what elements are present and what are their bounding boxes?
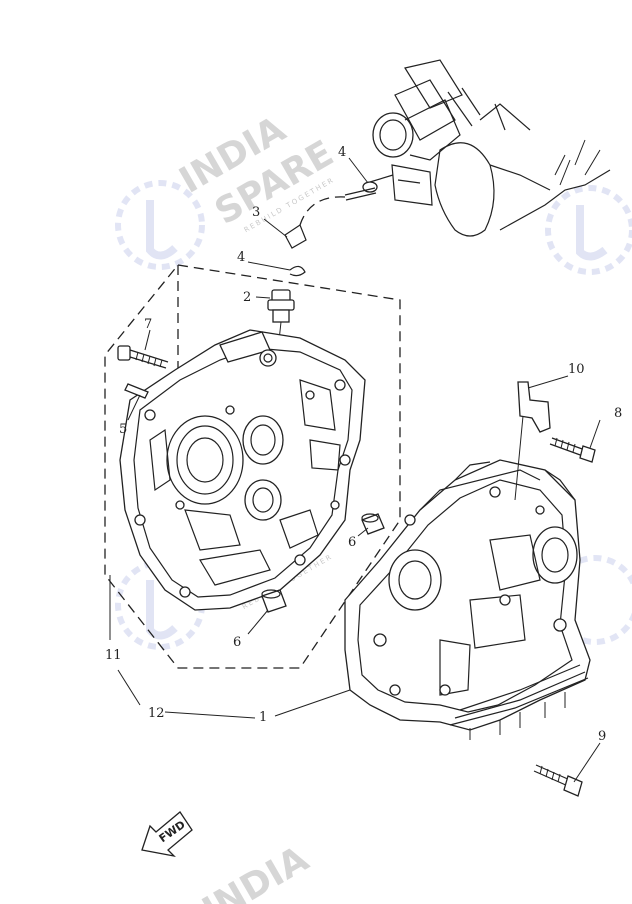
callout-5: 5 (119, 422, 127, 437)
watermark-logo-icon-right (545, 185, 632, 275)
dowel-pin-5 (124, 383, 149, 399)
breather-hose (284, 196, 346, 249)
callout-8: 8 (614, 406, 622, 421)
watermark-logo-icon (115, 180, 205, 270)
watermark-line1-bottom: INDIA (196, 839, 316, 904)
watermark-top: INDIA SPARE REBUILD TOGETHER (173, 109, 341, 235)
hose-clip-top (344, 181, 378, 201)
bolt-9 (533, 764, 583, 797)
bolt-8 (549, 437, 596, 463)
callout-7: 7 (144, 317, 152, 332)
callout-3: 3 (252, 205, 260, 220)
callout-6-lower: 6 (233, 635, 241, 650)
callout-11: 11 (105, 648, 122, 663)
right-crankcase-half (344, 459, 591, 740)
dowel-6-upper (361, 513, 385, 535)
hose-clip-lower (289, 265, 306, 277)
fwd-arrow-icon: FWD (141, 811, 193, 858)
left-crankcase-half (119, 329, 366, 611)
dowel-6-lower (261, 589, 287, 613)
watermark-bottom: INDIA (196, 839, 316, 904)
callout-12: 12 (148, 706, 165, 721)
callout-2: 2 (243, 290, 251, 305)
engine-top-assembly (369, 59, 611, 237)
callout-4-top: 4 (338, 145, 346, 160)
leader-lines (109, 157, 601, 783)
callout-4-lower: 4 (237, 250, 245, 265)
callout-9: 9 (598, 729, 606, 744)
callout-6-upper: 6 (348, 535, 356, 550)
callout-1: 1 (259, 710, 267, 725)
bolt-7 (117, 345, 169, 369)
callout-10: 10 (568, 362, 585, 377)
